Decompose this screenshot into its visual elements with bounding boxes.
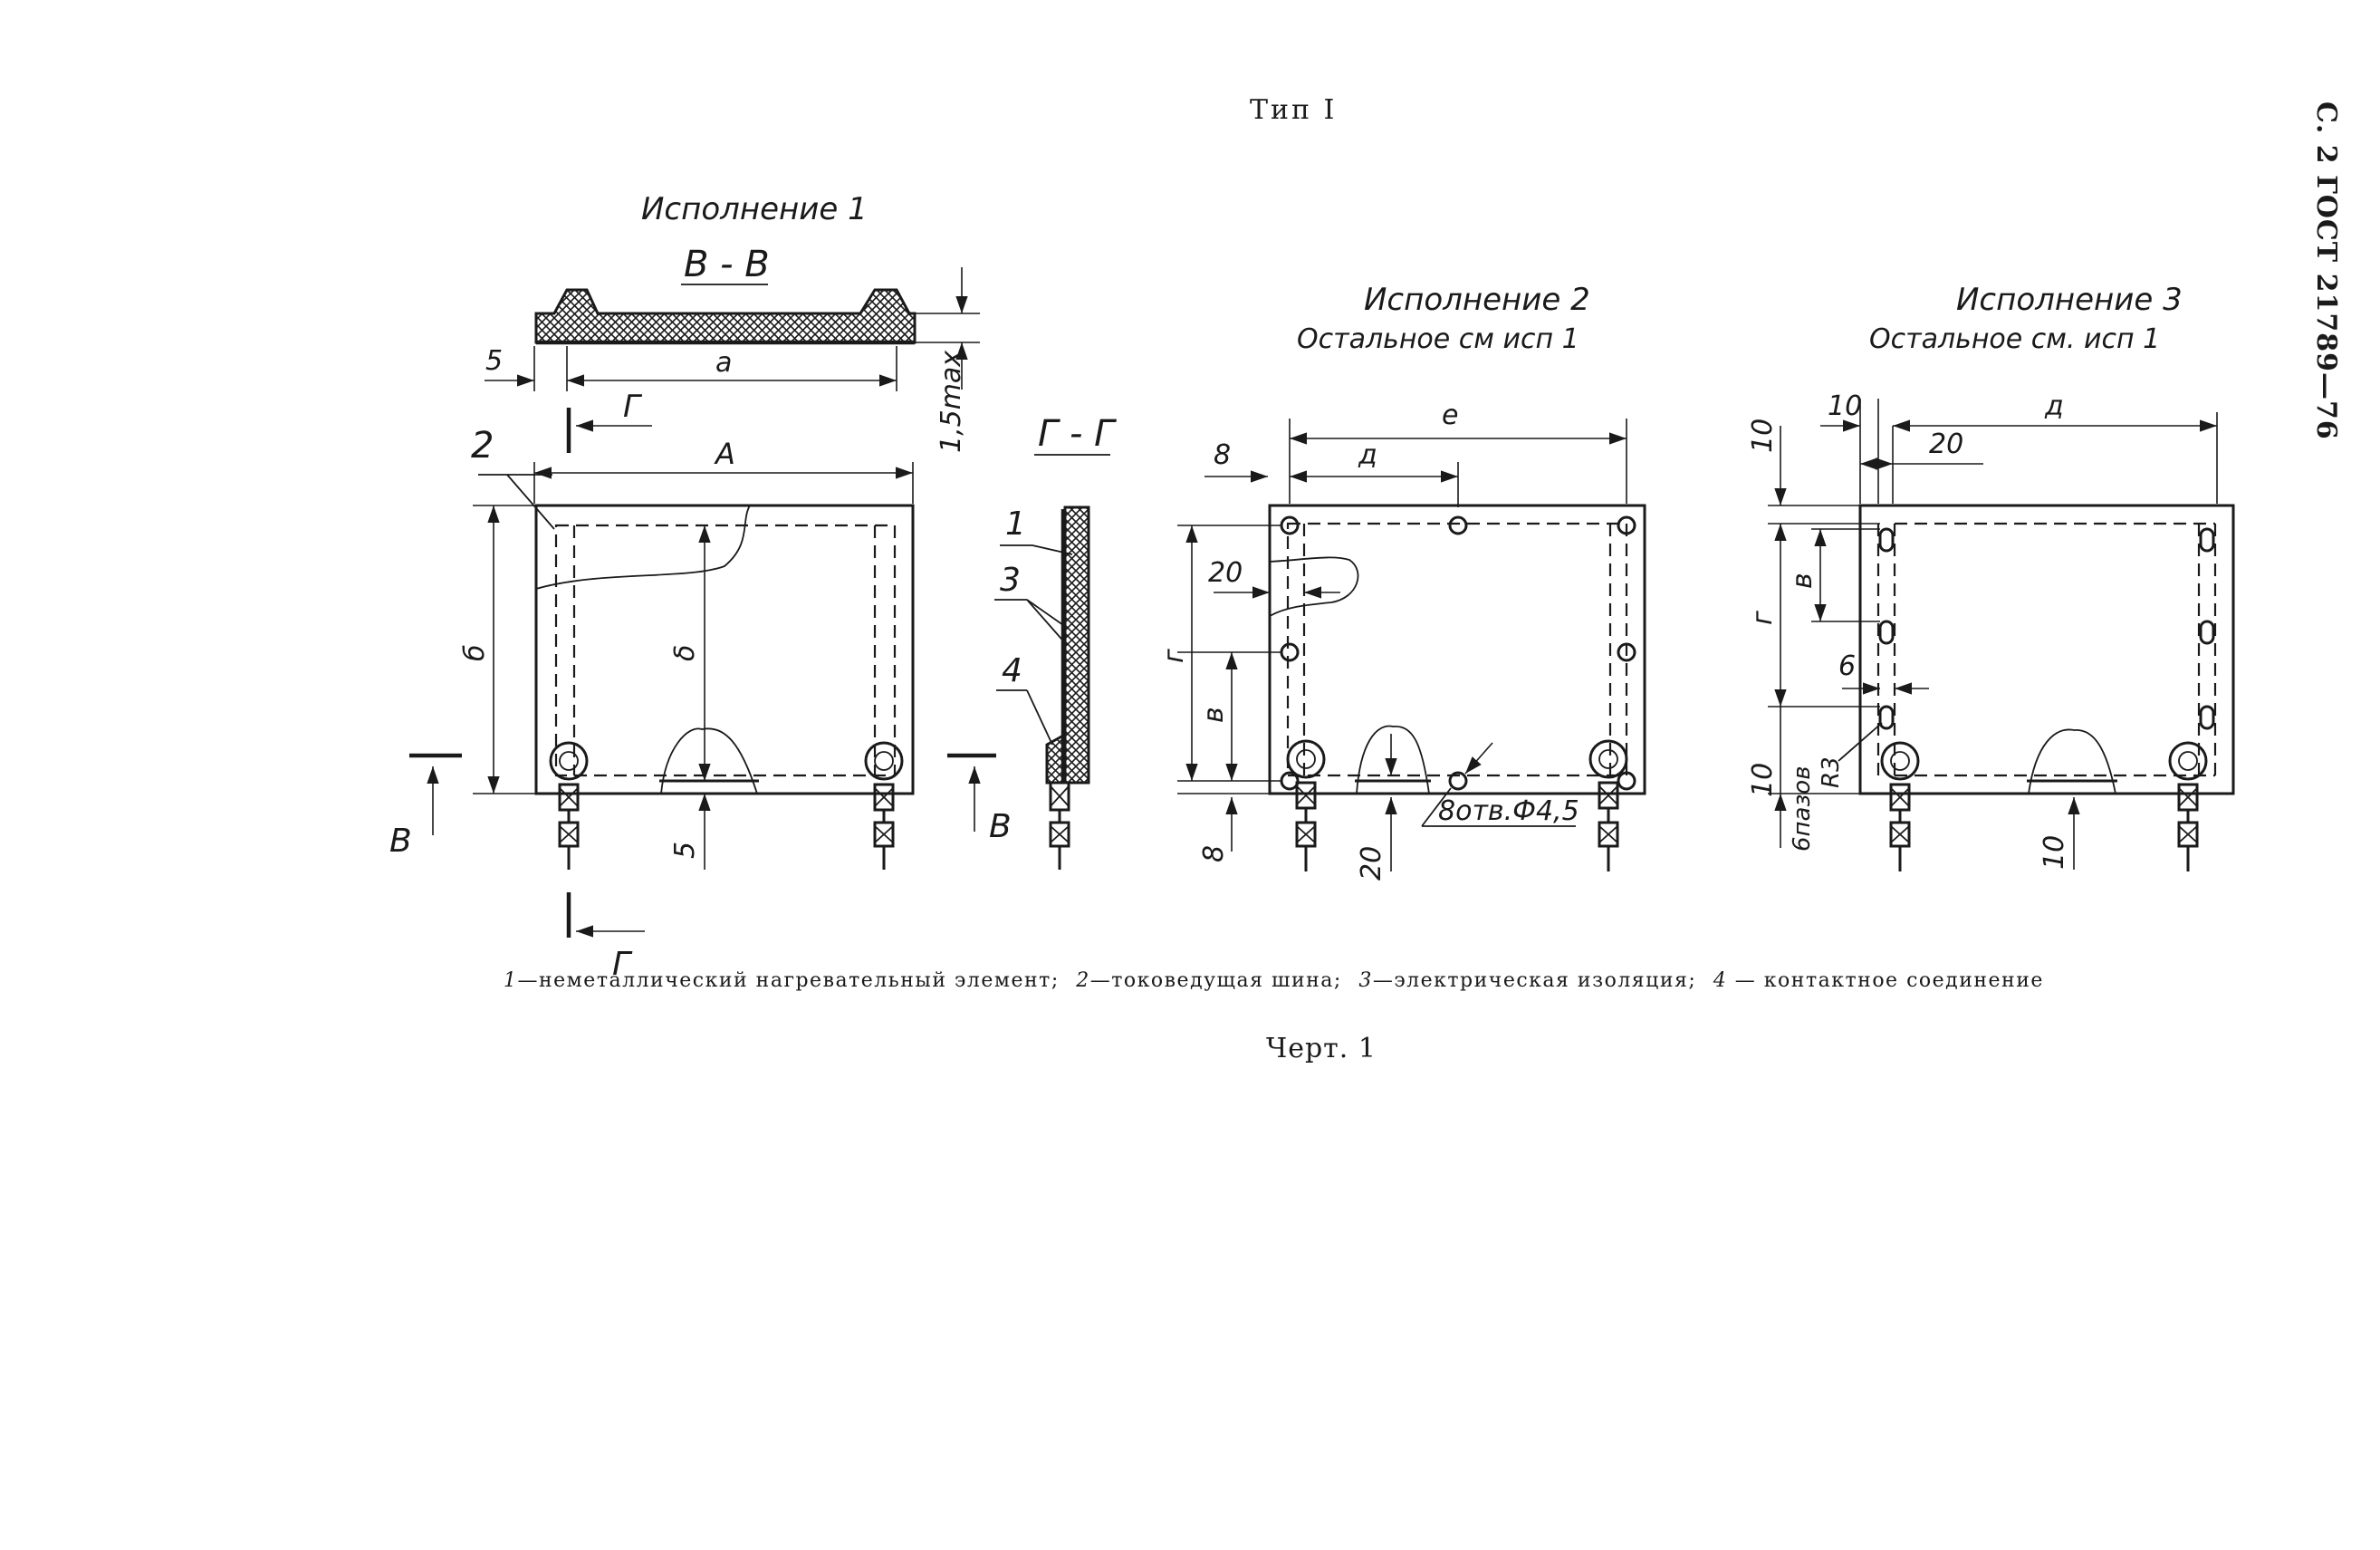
dim-20-v3: 20 [1929, 428, 1963, 460]
dim-1-5-max: 1,5max [936, 351, 967, 453]
legend-num-4: 4 [1713, 969, 1728, 992]
dim-d: д [1358, 439, 1377, 471]
mounting-holes [1280, 515, 1636, 791]
dim-a: а [715, 347, 732, 379]
figure-caption: Черт. 1 [1266, 1033, 1377, 1064]
terminal-v3-left [1880, 741, 1920, 871]
dim-g: г [1158, 649, 1190, 663]
terminal-v3-right [2168, 741, 2208, 871]
label-2: 2 [471, 425, 494, 467]
dim-delta: δ [669, 645, 701, 661]
dim-5-bottom: 5 [669, 842, 701, 859]
dim-10-bottom-left: 10 [1747, 763, 1779, 797]
cut-b-right: В [989, 808, 1012, 845]
section-gg-profile [1045, 505, 1090, 870]
cut-g-top: Г [623, 389, 643, 425]
variant1-title: Исполнение 1 [641, 191, 868, 227]
label-1: 1 [1005, 505, 1026, 543]
dim-10-left: 10 [1747, 419, 1779, 453]
dim-8-bottom: 8 [1198, 845, 1230, 862]
variant1-drawing: Исполнение 1 В - В 5 а 1,5max Г [389, 191, 1117, 983]
dim-v: в [1198, 707, 1230, 723]
dim-6: 6 [1838, 650, 1856, 682]
dim-10-top: 10 [1828, 390, 1862, 422]
legend-text-4: — контактное соединение [1727, 969, 2044, 992]
dim-b-outer: б [459, 644, 491, 661]
terminal-left [549, 741, 589, 870]
legend-text-1: —неметаллический нагревательный элемент; [517, 969, 1060, 992]
radius-callout: R3 [1818, 756, 1845, 788]
legend-text-2: —токоведущая шина; [1089, 969, 1342, 992]
section-bb-label: В - В [684, 244, 770, 285]
cut-g-bottom: Г [612, 946, 633, 983]
label-3: 3 [1000, 562, 1021, 599]
dim-20-bottom: 20 [1356, 846, 1387, 881]
dim-8-left: 8 [1214, 439, 1231, 471]
section-bb-profile [534, 288, 916, 345]
legend-text-3: —электрическая изоляция; [1372, 969, 1697, 992]
terminal-v2-left [1286, 739, 1326, 871]
legend-num-1: 1 [504, 969, 518, 992]
dim-10-bottom: 10 [2039, 835, 2070, 870]
dim-20-left: 20 [1208, 557, 1243, 589]
label-4: 4 [1002, 652, 1022, 689]
terminal-v2-right [1588, 739, 1628, 871]
dim-g-v3: г [1747, 611, 1779, 625]
page-title: Тип I [1250, 94, 1338, 126]
slots [1878, 527, 2215, 730]
legend: 1—неметаллический нагревательный элемент… [504, 969, 2044, 992]
variant2-subtitle: Остальное см исп 1 [1297, 323, 1579, 355]
variant3-title: Исполнение 3 [1956, 282, 2183, 318]
dim-5-top: 5 [485, 345, 503, 377]
variant2-title: Исполнение 2 [1364, 282, 1590, 318]
slots-callout: 6пазов [1789, 765, 1816, 852]
variant3-drawing: Исполнение 3 Остальное см. исп 1 10 д 20 [1747, 282, 2235, 871]
variant3-subtitle: Остальное см. исп 1 [1869, 323, 2160, 355]
terminal-right [864, 741, 904, 870]
dim-A: А [714, 437, 735, 471]
legend-num-3: 3 [1358, 969, 1373, 992]
variant2-drawing: Исполнение 2 Остальное см исп 1 е д 8 [1158, 282, 1646, 881]
cut-b-left: В [389, 823, 412, 860]
section-gg-label: Г - Г [1038, 413, 1117, 455]
legend-num-2: 2 [1076, 969, 1090, 992]
dim-d-v3: д [2044, 390, 2064, 422]
holes-callout: 8отв.Ф4,5 [1438, 795, 1579, 827]
dim-e: е [1442, 400, 1458, 431]
dim-v-v3: в [1787, 573, 1819, 589]
